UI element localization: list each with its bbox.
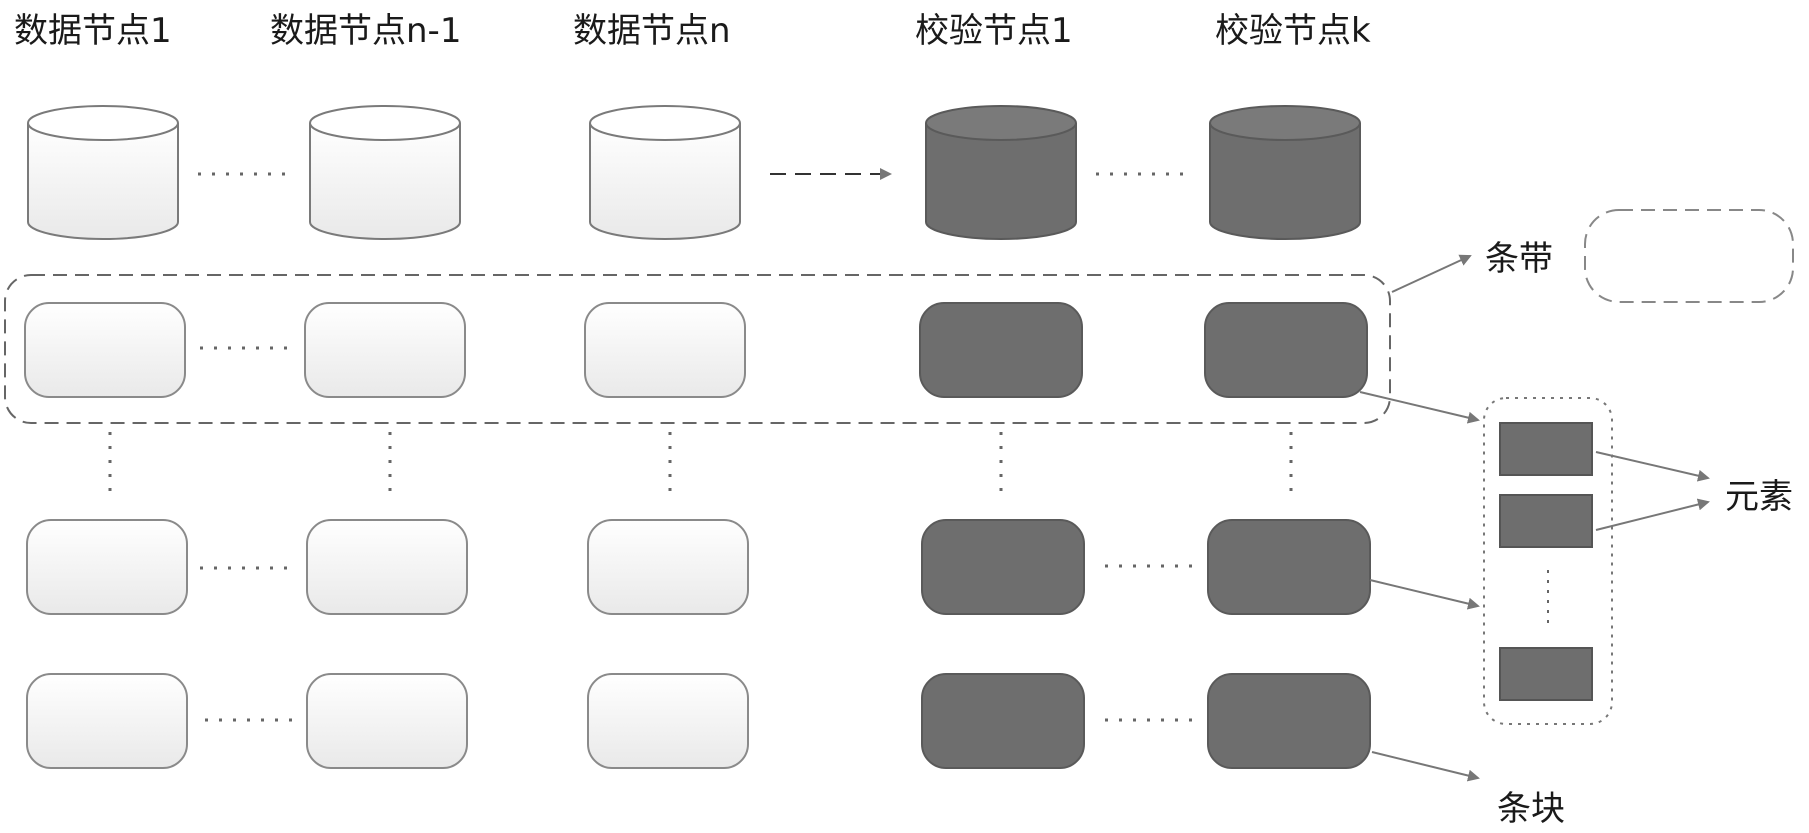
element-arrow — [1596, 502, 1708, 530]
strip-data — [588, 520, 748, 614]
legend-element-label: 元素 — [1725, 477, 1793, 517]
strip-parity — [922, 674, 1084, 768]
legend-stripe-label: 条带 — [1485, 239, 1553, 279]
strip-data — [305, 303, 465, 397]
strip-arrow — [1372, 752, 1478, 778]
node-label-parity-1: 校验节点1 — [915, 11, 1073, 51]
strip-parity — [1208, 520, 1370, 614]
element-block — [1500, 495, 1592, 547]
strip-data — [27, 520, 187, 614]
strip-data — [585, 303, 745, 397]
node-label-data-1: 数据节点1 — [14, 11, 172, 51]
disk-data-n — [590, 106, 740, 239]
disk-data-n-1 — [310, 106, 460, 239]
strip-parity — [1205, 303, 1367, 397]
strip-to-elements-arrow — [1360, 392, 1478, 420]
strip-data — [27, 674, 187, 768]
strip-parity — [920, 303, 1082, 397]
strip-parity — [1208, 674, 1370, 768]
node-label-data-n-1: 数据节点n-1 — [270, 11, 461, 51]
strip-data — [307, 520, 467, 614]
element-block — [1500, 648, 1592, 700]
stripe-arrow — [1392, 256, 1470, 292]
element-block — [1500, 423, 1592, 475]
node-label-parity-k: 校验节点k — [1215, 11, 1371, 51]
disk-parity-1 — [926, 106, 1076, 239]
strip-data — [588, 674, 748, 768]
disk-data-1 — [28, 106, 178, 239]
strip-data — [25, 303, 185, 397]
strip-to-elements-arrow — [1370, 580, 1478, 606]
strip-parity — [922, 520, 1084, 614]
node-label-data-n: 数据节点n — [573, 11, 731, 51]
disk-parity-k — [1210, 106, 1360, 239]
legend-stripe-swatch — [1585, 210, 1793, 302]
strip-data — [307, 674, 467, 768]
legend-strip-label: 条块 — [1497, 789, 1565, 829]
